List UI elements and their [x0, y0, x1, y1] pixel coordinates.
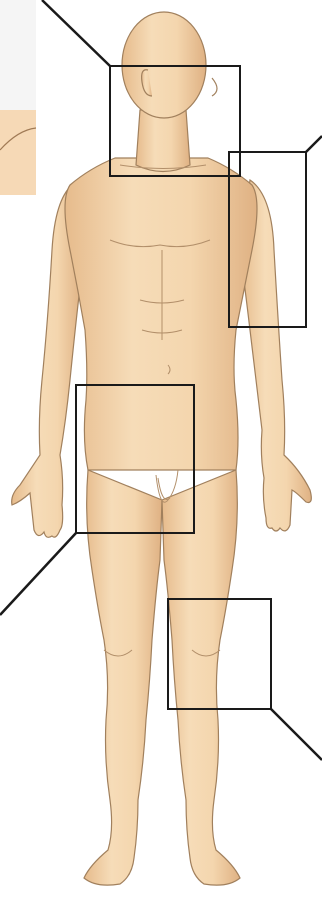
leader-line-groin — [0, 533, 76, 615]
human-body — [12, 12, 312, 885]
leader-line-shoulder — [306, 136, 322, 152]
leader-line-knee — [271, 709, 322, 760]
inset-panel-top-left — [0, 0, 36, 195]
leader-line-head — [42, 0, 110, 66]
neck — [136, 110, 190, 172]
nose — [212, 78, 217, 96]
